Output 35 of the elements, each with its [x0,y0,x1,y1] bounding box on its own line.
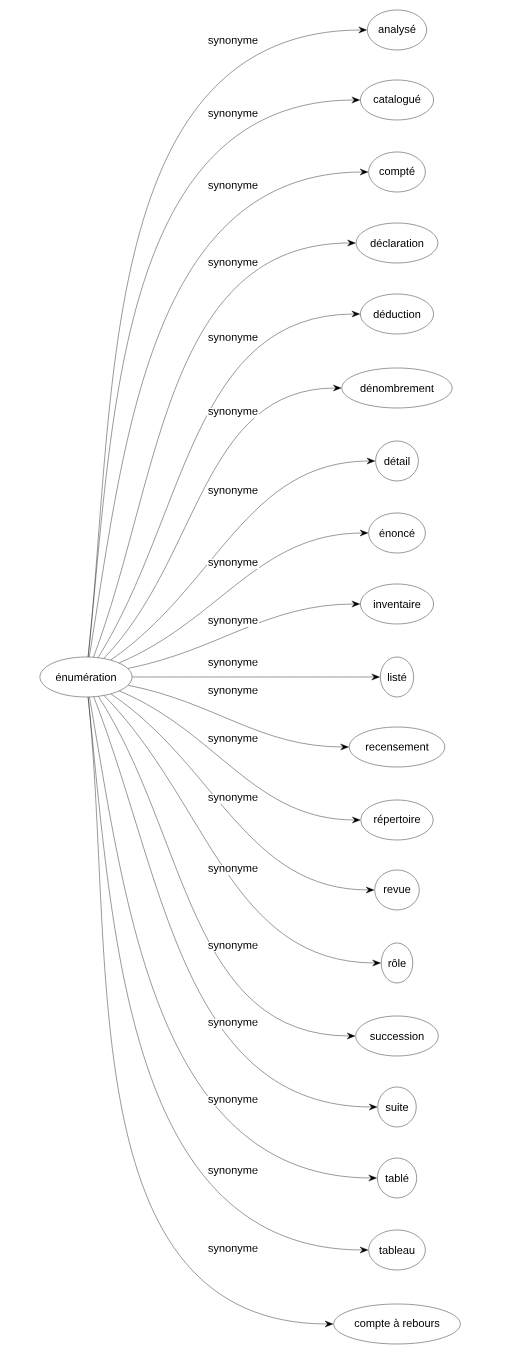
edge-label: synonyme [206,407,260,419]
arrow [89,696,377,1182]
edge-label: synonyme [206,864,260,876]
edge-label: synonyme [206,793,260,805]
edge-label: synonyme [206,1018,260,1030]
edge-label: synonyme [206,36,260,48]
edge-label: synonyme [206,658,260,670]
edge-label: synonyme [206,258,260,270]
arrow [103,384,342,659]
edge-label: synonyme [206,1244,260,1256]
arrow [98,696,356,1040]
arrow [119,690,361,824]
edge-label: synonyme [206,181,260,193]
edge-label: synonyme [206,558,260,570]
edge-label: synonyme [206,1166,260,1178]
edge-label: synonyme [206,486,260,498]
edge-label: synonyme [206,941,260,953]
edge-label: synonyme [206,109,260,121]
arrow [97,310,360,658]
arrow [89,168,369,658]
edge-label: synonyme [206,734,260,746]
arrow [110,457,376,661]
edge-label: synonyme [206,1095,260,1107]
arrow [132,673,380,681]
arrow [118,529,369,664]
edge-label: synonyme [206,333,260,345]
arrow [87,696,334,1328]
arrow [128,685,349,751]
arrow [110,693,375,894]
arrow [103,695,381,967]
arrow [127,600,360,669]
edge-label: synonyme [206,686,260,698]
edge-label: synonyme [206,616,260,628]
arrow [93,239,356,658]
arrow [93,696,378,1111]
